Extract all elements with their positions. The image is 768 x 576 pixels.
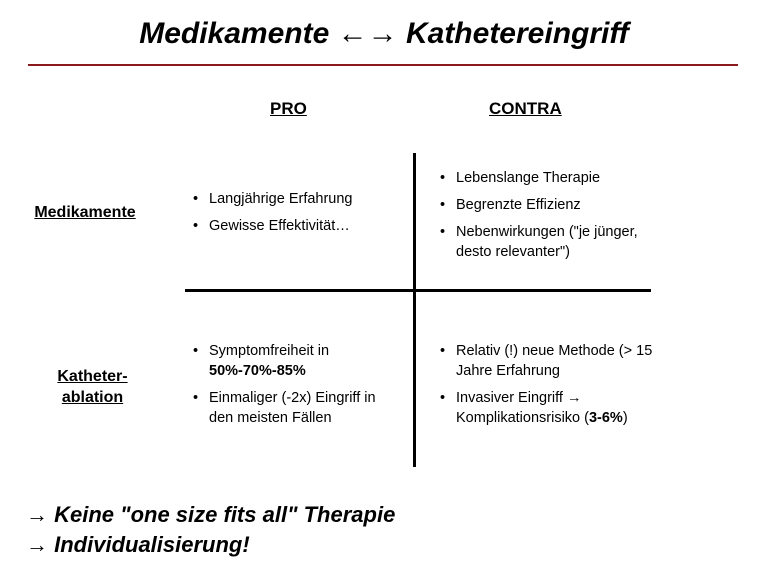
list-item: • Begrenzte Effizienz <box>440 195 670 215</box>
list-item-text: Einmaliger (-2x) Eingriff in den meisten… <box>209 390 376 426</box>
column-header-pro: PRO <box>270 99 307 118</box>
horizontal-axis-line <box>185 289 651 292</box>
list-item-text: Gewisse Effektivität… <box>209 218 350 234</box>
list-item: • Einmaliger (-2x) Eingriff in den meiste… <box>193 388 403 428</box>
bullet-icon: • <box>193 191 199 207</box>
list-item: • Symptomfreiheit in 50%-70%-85% <box>193 341 403 381</box>
arrow-right-icon: → <box>26 502 48 527</box>
double-arrow-icon: ←→ <box>337 17 398 50</box>
cell-katheterablation-contra: • Relativ (!) neue Methode (> 15 Jahre Er… <box>440 341 680 435</box>
bullet-icon: • <box>440 390 446 406</box>
bullet-icon: • <box>440 170 446 186</box>
success-rate-value: 50%-70%-85% <box>209 363 306 379</box>
list-item-text: ) <box>622 410 628 426</box>
list-item: • Nebenwirkungen ("je jünger, desto relev… <box>440 222 670 262</box>
cell-medikamente-contra: • Lebenslange Therapie • Begrenzte Effizie… <box>440 168 670 269</box>
list-item-text: Lebenslange Therapie <box>456 170 601 186</box>
bullet-icon: • <box>193 343 199 359</box>
cell-medikamente-pro: • Langjährige Erfahrung • Gewisse Effektiv… <box>193 189 403 243</box>
bullet-icon: • <box>440 197 446 213</box>
list-item-text: Nebenwirkungen ("je jünger, desto releva… <box>456 224 638 260</box>
arrow-right-icon: → <box>26 532 48 557</box>
list-item: • Gewisse Effektivität… <box>193 216 403 236</box>
list-item: • Relativ (!) neue Methode (> 15 Jahre Er… <box>440 341 680 381</box>
row-header-line-2: ablation <box>61 389 124 406</box>
list-item: • Langjährige Erfahrung <box>193 189 403 209</box>
column-header-contra: CONTRA <box>489 99 562 118</box>
conclusion-text: Individualisierung! <box>54 532 250 557</box>
list-item-text: Langjährige Erfahrung <box>209 191 353 207</box>
row-header-medikamente: Medikamente <box>34 204 136 221</box>
risk-rate-value: 3-6% <box>588 410 623 426</box>
title-divider <box>28 64 738 66</box>
conclusion-line-2: → Individualisierung! <box>26 531 250 559</box>
bullet-icon: • <box>193 218 199 234</box>
row-header-line-1: Katheter- <box>57 368 128 385</box>
list-item: • Lebenslange Therapie <box>440 168 670 188</box>
list-item-text: Invasiver Eingriff → <box>456 390 582 406</box>
bullet-icon: • <box>440 224 446 240</box>
cell-katheterablation-pro: • Symptomfreiheit in 50%-70%-85% • Einmalig… <box>193 341 403 435</box>
vertical-axis-line <box>413 153 416 467</box>
conclusion-line-1: → Keine "one size fits all" Therapie <box>26 501 395 529</box>
list-item-text: Symptomfreiheit in <box>209 343 330 359</box>
list-item-text: Begrenzte Effizienz <box>456 197 581 213</box>
title-right: Kathetereingriff <box>405 17 629 50</box>
title-left: Medikamente <box>139 17 330 50</box>
bullet-icon: • <box>193 390 199 406</box>
list-item-text: Komplikationsrisiko ( <box>456 410 589 426</box>
row-header-katheterablation: Katheter- ablation <box>20 366 165 408</box>
bullet-icon: • <box>440 343 446 359</box>
list-item-text: Relativ (!) neue Methode (> 15 Jahre Erf… <box>456 343 653 379</box>
slide-title: Medikamente ←→ Kathetereingriff <box>0 14 768 54</box>
conclusion-text: Keine "one size fits all" Therapie <box>54 502 396 527</box>
list-item: • Invasiver Eingriff → Komplikationsrisiko… <box>440 388 680 428</box>
